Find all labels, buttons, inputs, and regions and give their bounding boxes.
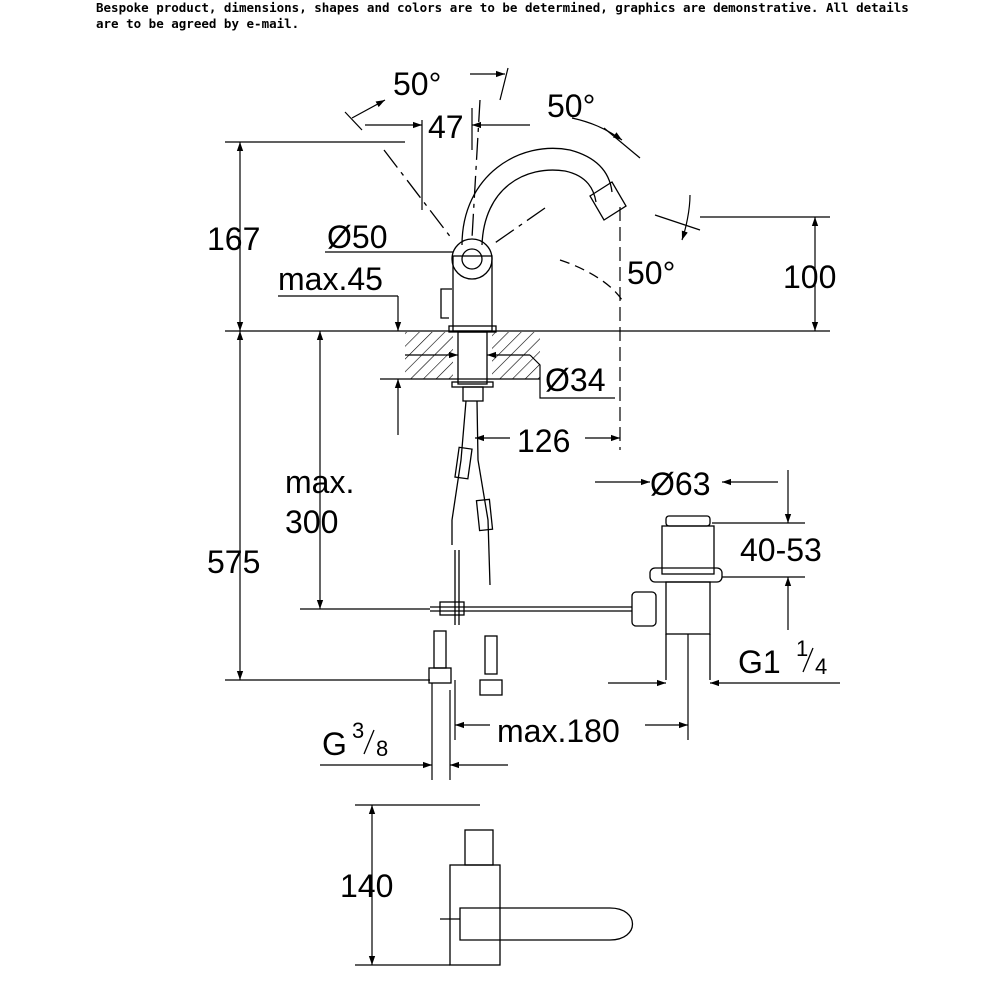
- spout-swing-arc: [559, 259, 623, 301]
- fraction-slash-g1: [802, 647, 814, 673]
- angle-50-right-arrow: [571, 117, 623, 141]
- dia34-leader: [529, 354, 615, 399]
- pop-up-waste: [430, 515, 723, 680]
- lever-knob-inner: [461, 248, 483, 270]
- shank-end: [462, 386, 484, 402]
- spout-inner: [481, 169, 597, 246]
- dimension-labels: 50° 50° 50° 47 167 Ø50 max.45 100 Ø34 12…: [207, 66, 836, 904]
- label-thread-g: G: [322, 726, 347, 762]
- rod-connector: [439, 601, 465, 616]
- faucet-body: [452, 255, 493, 332]
- lever-swing-line: [383, 149, 453, 240]
- top-view-body: [449, 864, 501, 966]
- label-height-100: 100: [783, 259, 836, 295]
- label-thread-g1-num: 1: [796, 636, 808, 661]
- label-thread-g1-den: 4: [815, 654, 827, 679]
- label-angle-spout: 50°: [627, 255, 675, 291]
- hose-clip-left: [454, 446, 473, 480]
- top-view-lever: [464, 829, 494, 866]
- angle-tick-spout: [654, 214, 701, 231]
- supply-hoses: [428, 400, 503, 696]
- label-dia-34: Ø34: [545, 362, 605, 398]
- label-max-300: 300: [285, 504, 338, 540]
- spout-outer: [461, 147, 613, 246]
- angle-valve-left-body: [428, 667, 452, 684]
- waste-rod-nut: [631, 591, 657, 627]
- waste-plug: [665, 515, 711, 527]
- label-dia-50: Ø50: [327, 219, 387, 255]
- angle-valve-left: [433, 630, 447, 669]
- spout-aerator: [589, 181, 627, 221]
- label-thread-g1: G1: [738, 644, 781, 680]
- label-width-47: 47: [428, 109, 464, 145]
- waste-flange: [649, 567, 723, 583]
- label-max-180: max.180: [497, 713, 620, 749]
- faucet-shank: [457, 331, 488, 385]
- fraction-slash-g: [363, 729, 375, 755]
- faucet-side-view: [225, 99, 830, 402]
- top-view-spout: [459, 907, 634, 941]
- label-dia-63: Ø63: [650, 466, 710, 502]
- label-angle-top-right: 50°: [547, 88, 595, 124]
- label-angle-top-left: 50°: [393, 66, 441, 102]
- label-depth-140: 140: [340, 868, 393, 904]
- angle-tick-top: [499, 67, 509, 101]
- angle-valve-right-body: [479, 679, 503, 696]
- angle-valve-right: [484, 635, 498, 675]
- angle-50-spout-arrow: [681, 194, 691, 241]
- label-height-167: 167: [207, 221, 260, 257]
- hose-clip-right: [475, 498, 494, 532]
- lever-swing-line-right: [491, 207, 546, 246]
- hose-right: [476, 400, 491, 586]
- disclaimer-text: Bespoke product, dimensions, shapes and …: [96, 0, 909, 31]
- lift-rod: [440, 288, 452, 319]
- lever-knob: [451, 238, 493, 280]
- label-thread-g-den: 8: [376, 736, 388, 761]
- label-max-45: max.45: [278, 261, 383, 297]
- angle-tick-left: [344, 111, 363, 131]
- waste-tail: [665, 581, 711, 635]
- label-range-40-53: 40-53: [740, 532, 822, 568]
- waste-body: [661, 525, 715, 575]
- label-max: max.: [285, 464, 354, 500]
- hose-left: [451, 400, 467, 545]
- dimension-lines: [225, 67, 840, 966]
- label-thread-g-num: 3: [352, 718, 364, 743]
- label-reach-126: 126: [517, 423, 570, 459]
- faucet-top-view: [440, 829, 634, 966]
- angle-50-left-arrow: [351, 99, 386, 119]
- lever-axis-line: [471, 99, 481, 239]
- label-height-575: 575: [207, 544, 260, 580]
